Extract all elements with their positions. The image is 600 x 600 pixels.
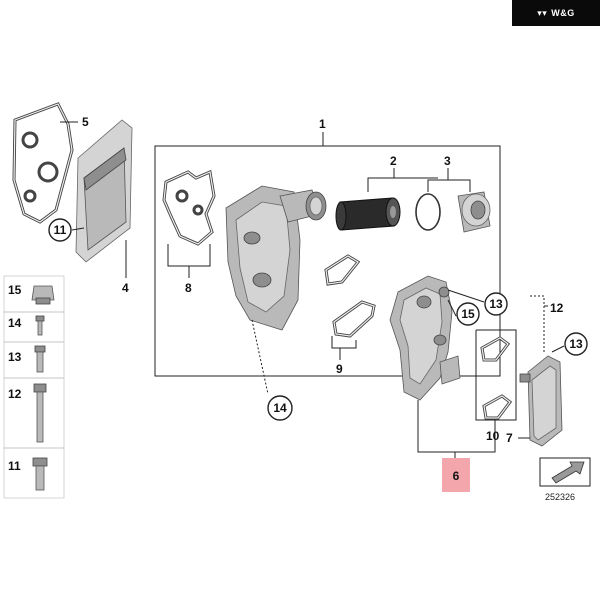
- callout-9: 9: [336, 362, 343, 376]
- callout-13b-circle: [564, 332, 588, 356]
- gasket-part-8: [162, 169, 216, 246]
- legend-num-15: 15: [8, 283, 22, 297]
- legend-num-12: 12: [8, 387, 22, 401]
- bolt-part-15: [438, 286, 450, 298]
- group-frame-1: [154, 145, 501, 377]
- gasket-part-9: [324, 254, 376, 338]
- callout-13b: 13: [569, 337, 583, 351]
- legend-nut-15-icon: [31, 285, 55, 305]
- callout-14-circle: [267, 395, 293, 421]
- legend-num-11: 11: [8, 459, 21, 473]
- diagram-number: 252326: [545, 492, 575, 502]
- filter-part-2: [335, 197, 401, 231]
- callout-14: 14: [273, 401, 287, 415]
- callout-11-circle: [48, 218, 72, 242]
- callout-15: 15: [461, 307, 475, 321]
- filter-cap-part-3: [457, 191, 491, 233]
- legend-screw-11-icon: [32, 457, 48, 491]
- fastener-legend: 15 14 13 12 11: [3, 275, 65, 499]
- callout-13a-circle: [484, 292, 508, 316]
- gasket-part-5: [12, 102, 74, 224]
- legend-num-14: 14: [8, 316, 22, 330]
- callout-12: 12: [550, 301, 564, 315]
- legend-screw-13-icon: [34, 345, 46, 373]
- callout-11: 11: [54, 223, 67, 237]
- oil-cooler-part-7: [519, 355, 563, 447]
- callout-4: 4: [122, 281, 129, 295]
- cover-part-4: [75, 119, 133, 263]
- brand-badge: ▾▾ W&G: [512, 0, 600, 26]
- brand-logo-icon: ▾▾: [537, 7, 548, 18]
- legend-screw-14-icon: [35, 315, 45, 336]
- callout-8: 8: [185, 281, 192, 295]
- legend-num-13: 13: [8, 350, 22, 364]
- callout-13a: 13: [489, 297, 503, 311]
- callout-6: 6: [453, 469, 460, 483]
- callout-1: 1: [319, 117, 326, 131]
- housing-part-6: [389, 275, 461, 401]
- legend-bolt-12-icon: [33, 383, 47, 443]
- callout-10: 10: [486, 429, 500, 443]
- callout-3: 3: [444, 154, 451, 168]
- gasket-part-10: [480, 336, 513, 420]
- callout-5: 5: [82, 115, 89, 129]
- group-bracket-10: [475, 329, 517, 421]
- callout-6-highlight: [442, 458, 470, 492]
- brand-badge-text: W&G: [551, 8, 575, 18]
- callout-2: 2: [390, 154, 397, 168]
- housing-part-14: [225, 185, 327, 331]
- callout-15-circle: [456, 302, 480, 326]
- callout-7: 7: [506, 431, 513, 445]
- direction-arrow-icon: [539, 457, 591, 487]
- group-bracket-6: [417, 400, 496, 453]
- o-ring: [415, 193, 441, 231]
